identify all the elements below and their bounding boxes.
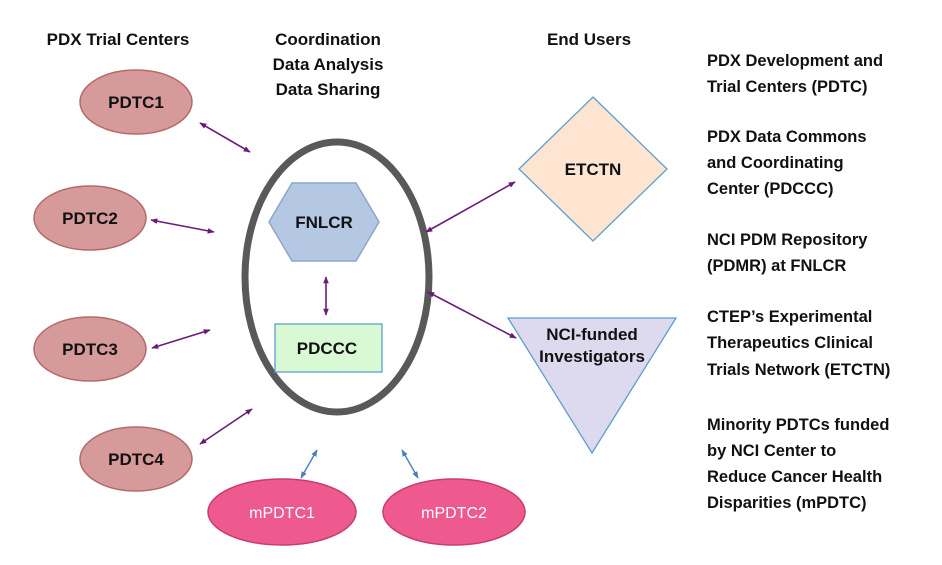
arrow-pdtc1-ring bbox=[199, 122, 251, 153]
pdtc1-node: PDTC1 bbox=[79, 69, 193, 135]
header-end-users: End Users bbox=[547, 30, 631, 49]
legend-mpdtc-line3: Reduce Cancer Health bbox=[707, 468, 882, 486]
legend-etctn-line1: CTEP’s Experimental bbox=[707, 308, 872, 326]
legend-mpdtc-line2: by NCI Center to bbox=[707, 442, 836, 460]
pdtc4-label: PDTC4 bbox=[108, 450, 164, 469]
etctn-label: ETCTN bbox=[565, 160, 622, 179]
pdtc2-node: PDTC2 bbox=[33, 185, 147, 251]
pdtc3-node: PDTC3 bbox=[33, 316, 147, 382]
header-coordination-line2: Data Analysis bbox=[273, 55, 384, 74]
arrow-pdtc2-ring bbox=[150, 218, 215, 234]
legend-pdccc-line2: and Coordinating bbox=[707, 154, 844, 172]
arrow-mpdtc2-ring bbox=[401, 449, 419, 479]
mpdtc2-node: mPDTC2 bbox=[382, 478, 526, 546]
arrow-pdtc4-ring bbox=[199, 408, 253, 445]
arrow-pdtc3-ring bbox=[151, 329, 211, 349]
legend-pdccc-line1: PDX Data Commons bbox=[707, 128, 867, 146]
etctn-node: ETCTN bbox=[518, 96, 668, 242]
coordination-ring bbox=[241, 138, 433, 416]
arrow-ring-nci-funded bbox=[427, 291, 517, 339]
arrow-mpdtc1-ring bbox=[300, 449, 318, 479]
pdccc-label: PDCCC bbox=[297, 339, 357, 358]
legend-pdccc-line3: Center (PDCCC) bbox=[707, 180, 834, 198]
legend-etctn-line3: Trials Network (ETCTN) bbox=[707, 361, 890, 379]
arrow-ring-etctn bbox=[425, 181, 516, 233]
mpdtc2-label: mPDTC2 bbox=[421, 505, 487, 522]
legend-pdmr-line1: NCI PDM Repository bbox=[707, 231, 868, 249]
legend-etctn-line2: Therapeutics Clinical bbox=[707, 334, 873, 352]
legend-pdtc-line1: PDX Development and bbox=[707, 52, 883, 70]
mpdtc1-label: mPDTC1 bbox=[249, 505, 315, 522]
header-trial-centers: PDX Trial Centers bbox=[47, 30, 190, 49]
nci-funded-node: NCI-funded Investigators bbox=[506, 317, 678, 455]
legend-pdmr-line2: (PDMR) at FNLCR bbox=[707, 257, 846, 275]
fnlcr-node: FNLCR bbox=[268, 182, 380, 262]
legend-mpdtc-line4: Disparities (mPDTC) bbox=[707, 494, 867, 512]
legend-pdtc-line2: Trial Centers (PDTC) bbox=[707, 78, 867, 96]
legend: PDX Development and Trial Centers (PDTC)… bbox=[707, 52, 890, 512]
pdtc4-node: PDTC4 bbox=[79, 426, 193, 492]
legend-mpdtc-line1: Minority PDTCs funded bbox=[707, 416, 889, 434]
pdtc1-label: PDTC1 bbox=[108, 93, 164, 112]
header-coordination-line1: Coordination bbox=[275, 30, 381, 49]
nci-funded-label-line1: NCI-funded bbox=[546, 325, 638, 344]
mpdtc1-node: mPDTC1 bbox=[207, 478, 357, 546]
header-coordination-line3: Data Sharing bbox=[276, 80, 381, 99]
pdtc2-label: PDTC2 bbox=[62, 209, 118, 228]
fnlcr-label: FNLCR bbox=[295, 213, 353, 232]
nci-funded-label-line2: Investigators bbox=[539, 347, 645, 366]
pdtc3-label: PDTC3 bbox=[62, 340, 118, 359]
pdccc-node: PDCCC bbox=[274, 323, 383, 373]
